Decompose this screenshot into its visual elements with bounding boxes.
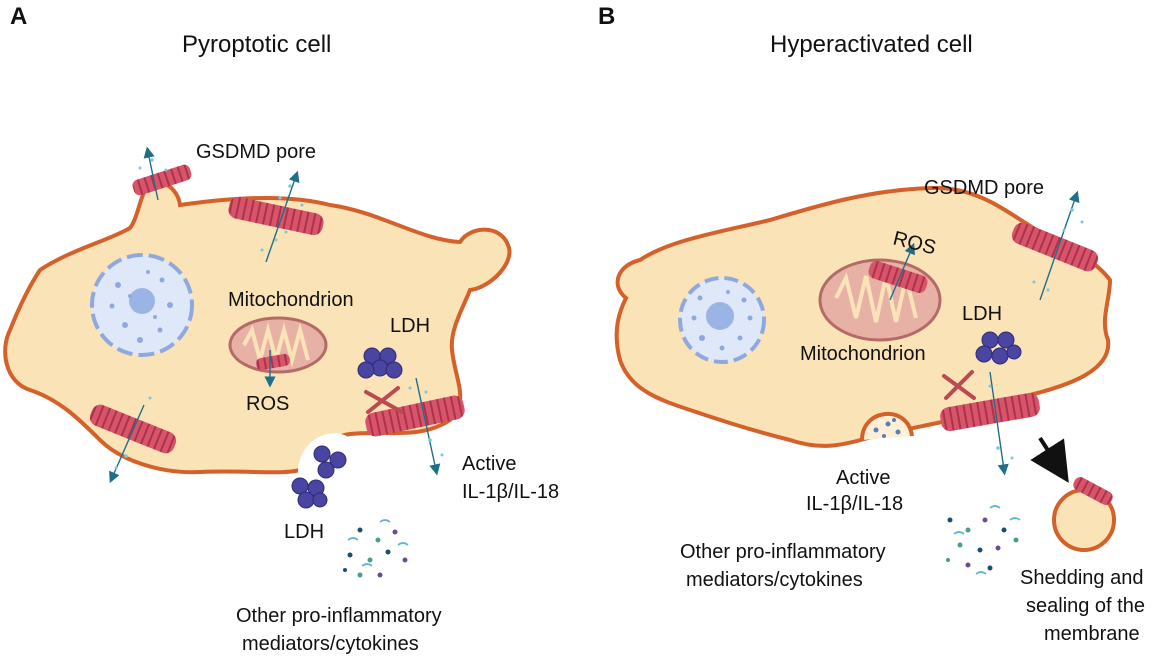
- blocked-cross: [364, 386, 404, 414]
- shedding-arrow: [1030, 436, 1069, 483]
- ldh-inside: [357, 347, 403, 379]
- pore-particles-b: [988, 208, 1084, 460]
- pore-particles: [114, 158, 444, 470]
- mitochondrion-b: [818, 242, 942, 342]
- active-label-b-2: IL-1β/IL-18: [806, 493, 903, 515]
- gsdmd-pore: [132, 164, 192, 196]
- mitochondrion-label-b: Mitochondrion: [800, 343, 926, 365]
- panel-b-letter: B: [598, 3, 615, 30]
- ldh-label-b: LDH: [962, 303, 1002, 325]
- gsdmd-pore-label-b: GSDMD pore: [924, 177, 1044, 199]
- panel-a-letter: A: [10, 3, 27, 30]
- gsdmd-pore: [228, 196, 324, 236]
- gsdmd-pore-label-a: GSDMD pore: [196, 141, 316, 163]
- panel-b-title: Hyperactivated cell: [770, 31, 973, 58]
- blocked-cross-b: [942, 370, 976, 400]
- ldh-label-a-released: LDH: [284, 521, 324, 543]
- shedding-label-2: sealing of the: [1026, 595, 1145, 617]
- panel-a: A Pyroptotic cell: [3, 3, 559, 655]
- active-label-a-1: Active: [462, 453, 516, 475]
- gsdmd-pore: [365, 395, 465, 437]
- other-label-a-2: mediators/cytokines: [242, 633, 419, 655]
- shed-vesicle: [1052, 477, 1116, 552]
- cytokine-vesicle: [860, 411, 914, 441]
- shed-gsdmd-pore: [1073, 477, 1113, 505]
- ldh-released: [291, 445, 347, 509]
- shedding-label-3: membrane: [1044, 623, 1140, 645]
- ldh-b: [975, 331, 1022, 365]
- panel-b: B Hyperactivated cell: [598, 3, 1145, 645]
- gsdmd-pores-b: [940, 222, 1099, 432]
- panel-a-title: Pyroptotic cell: [182, 31, 331, 58]
- active-label-b-1: Active: [836, 467, 890, 489]
- other-label-a-1: Other pro-inflammatory: [236, 605, 442, 627]
- gsdmd-pore: [940, 392, 1040, 432]
- other-label-b-2: mediators/cytokines: [686, 569, 863, 591]
- pore-arrows-b: [989, 190, 1080, 476]
- nucleus: [90, 253, 194, 357]
- ros-label-a: ROS: [246, 393, 289, 415]
- mitochondrion-label-a: Mitochondrion: [228, 289, 354, 311]
- cytokines-a: [343, 519, 409, 578]
- nucleus-b: [678, 276, 766, 364]
- cytokines-b: [946, 505, 1021, 575]
- ldh-label-a-inside: LDH: [390, 315, 430, 337]
- active-label-a-2: IL-1β/IL-18: [462, 481, 559, 503]
- gsdmd-pore: [1011, 222, 1099, 272]
- mitochondrion: [228, 316, 328, 388]
- mito-gsdmd-pore: [256, 353, 290, 371]
- shedding-label-1: Shedding and: [1020, 567, 1143, 589]
- mito-gsdmd-pore-b: [868, 260, 928, 294]
- other-label-b-1: Other pro-inflammatory: [680, 541, 886, 563]
- pore-arrows: [109, 146, 441, 484]
